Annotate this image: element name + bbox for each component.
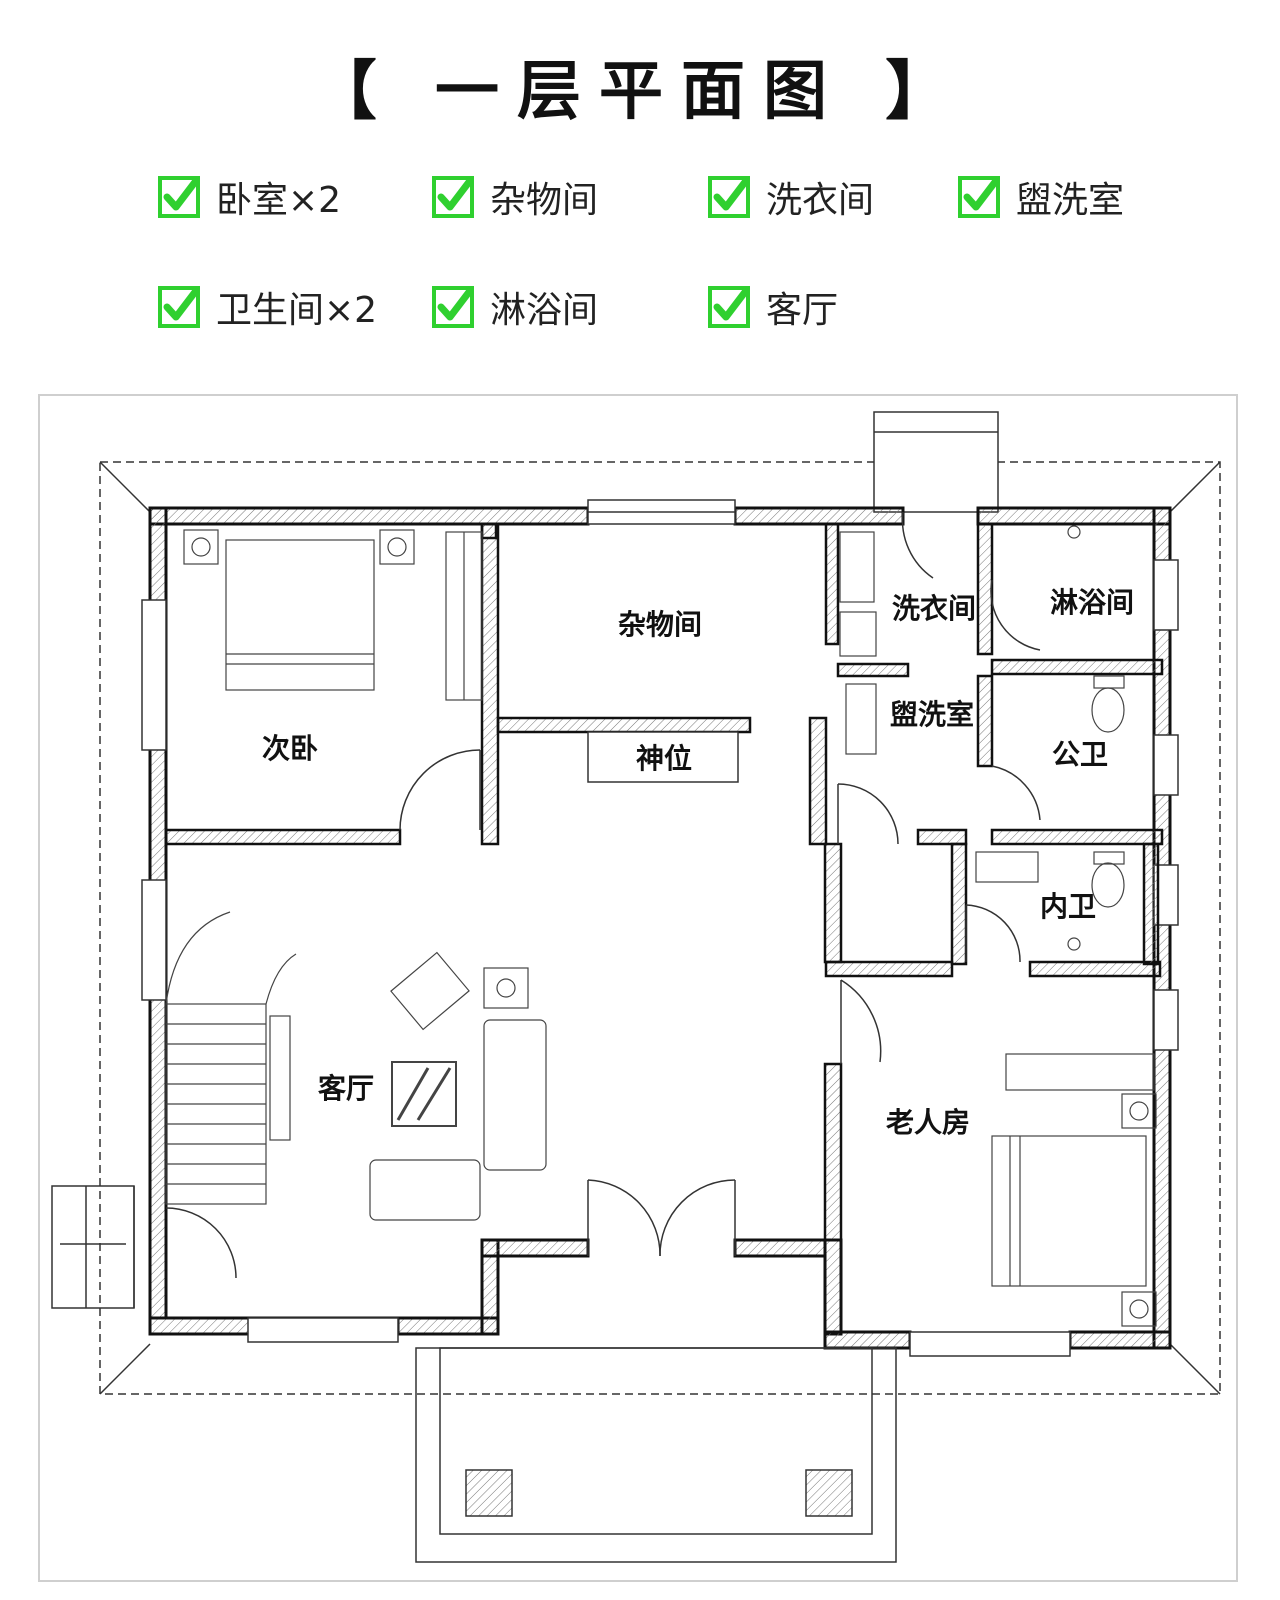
feature-list: 卧室×2 杂物间 洗衣间 盥洗室 卫生间×2 淋浴间	[0, 0, 1280, 360]
feature-item: 卫生间×2	[158, 282, 377, 332]
front-porch	[415, 1347, 897, 1563]
shrine-cabinet	[587, 731, 739, 783]
feature-label: 洗衣间	[766, 180, 875, 221]
wardrobe	[445, 531, 483, 701]
feature-item: 淋浴间	[432, 282, 598, 332]
feature-item: 杂物间	[432, 172, 598, 222]
laundry-fixtures	[839, 531, 877, 657]
doors	[165, 511, 1041, 1279]
feature-label: 卧室×2	[216, 180, 342, 221]
page-title: 【 一层平面图 】	[312, 55, 968, 129]
check-icon	[158, 176, 200, 218]
feature-item: 洗衣间	[708, 172, 874, 222]
room-label-public-toilet: 公卫	[1052, 738, 1108, 771]
room-label-laundry: 洗衣间	[892, 592, 976, 625]
plan-frame	[38, 394, 1238, 1582]
side-entrance-steps	[51, 1185, 135, 1309]
feature-label: 卫生间×2	[216, 290, 378, 331]
feature-item: 卧室×2	[158, 172, 341, 222]
feature-label: 盥洗室	[1016, 180, 1125, 221]
feature-item: 客厅	[708, 282, 838, 332]
check-icon	[958, 176, 1000, 218]
check-icon	[432, 286, 474, 328]
staircase	[165, 911, 297, 1205]
windows	[141, 499, 1179, 1357]
interior-walls	[164, 522, 1164, 1242]
room-label-ensuite-toilet: 内卫	[1040, 890, 1096, 923]
room-label-shower: 淋浴间	[1050, 586, 1134, 619]
roof-outline	[99, 461, 1221, 1395]
feature-label: 杂物间	[490, 180, 599, 221]
room-label-storage: 杂物间	[618, 608, 702, 641]
feature-item: 盥洗室	[958, 172, 1124, 222]
living-room-furniture	[369, 951, 547, 1221]
bed-second-bedroom	[183, 529, 415, 691]
chimney	[873, 411, 999, 513]
feature-label: 淋浴间	[490, 290, 599, 331]
room-label-second-bedroom: 次卧	[262, 732, 318, 765]
check-icon	[432, 176, 474, 218]
check-icon	[708, 176, 750, 218]
room-label-elder-room: 老人房	[886, 1106, 970, 1139]
feature-label: 客厅	[766, 290, 839, 331]
room-label-shrine: 神位	[636, 742, 692, 775]
check-icon	[708, 286, 750, 328]
check-icon	[158, 286, 200, 328]
toilets	[975, 525, 1125, 951]
room-label-living-room: 客厅	[318, 1072, 374, 1105]
washroom-basin	[845, 683, 877, 755]
room-label-washroom: 盥洗室	[890, 698, 974, 731]
bed-elder-room	[991, 1053, 1157, 1327]
